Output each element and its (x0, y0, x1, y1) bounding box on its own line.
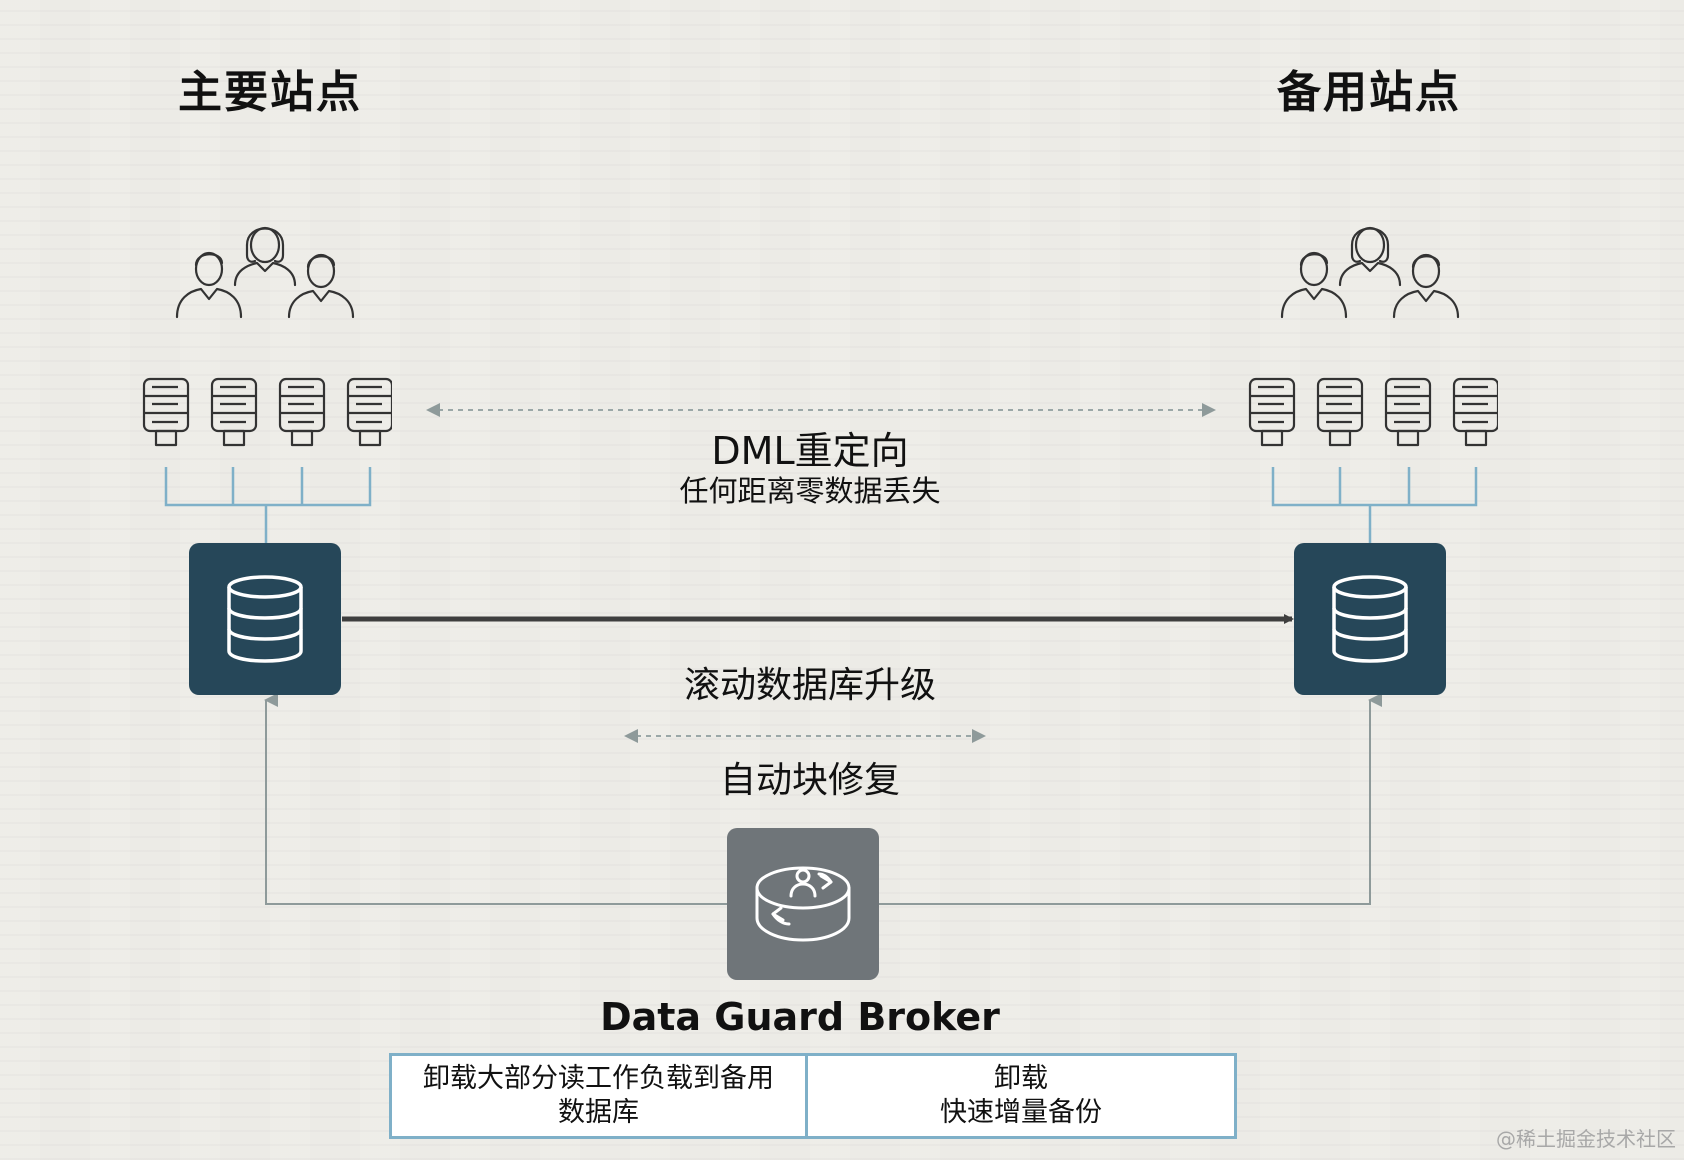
zero-data-loss-label: 任何距离零数据丢失 (679, 474, 941, 508)
broker-label: Data Guard Broker (600, 995, 1000, 1039)
primary-site-title: 主要站点 (178, 67, 362, 118)
server-icon (142, 377, 190, 447)
offload-read-line2: 数据库 (558, 1097, 639, 1128)
standby-database (1294, 543, 1446, 695)
offload-table: 卸载大部分读工作负载到备用 数据库 卸载 快速增量备份 (389, 1053, 1237, 1139)
offload-read-cell: 卸载大部分读工作负载到备用 数据库 (392, 1056, 808, 1136)
offload-backup-line2: 快速增量备份 (940, 1097, 1102, 1128)
primary-servers-icon (142, 377, 392, 447)
watermark: @稀土掘金技术社区 (1496, 1127, 1676, 1151)
standby-site-title: 备用站点 (1277, 67, 1461, 118)
data-guard-broker (727, 828, 879, 980)
server-icon (1248, 377, 1296, 447)
database-icon (227, 575, 303, 663)
standby-server-bus (1271, 467, 1478, 543)
server-icon (210, 377, 258, 447)
database-icon (1332, 575, 1408, 663)
server-icon (1452, 377, 1498, 447)
server-icon (346, 377, 392, 447)
rolling-upgrade-label: 滚动数据库升级 (683, 665, 936, 706)
dml-redirect-label: DML重定向 (711, 429, 909, 473)
broker-to-primary-line (264, 693, 727, 905)
offload-backup-line1: 卸载 (994, 1063, 1048, 1094)
offload-backup-cell: 卸载 快速增量备份 (808, 1056, 1234, 1136)
offload-read-line1: 卸载大部分读工作负载到备用 (423, 1063, 774, 1094)
server-icon (278, 377, 326, 447)
broker-icon (755, 866, 851, 942)
primary-database (189, 543, 341, 695)
server-icon (1384, 377, 1432, 447)
standby-servers-icon (1248, 377, 1498, 447)
standby-users-icon (1280, 226, 1460, 319)
primary-users-icon (175, 226, 355, 319)
server-icon (1316, 377, 1364, 447)
auto-block-repair-label: 自动块修复 (719, 760, 900, 801)
primary-server-bus (164, 467, 372, 543)
broker-to-standby-line (879, 693, 1382, 905)
